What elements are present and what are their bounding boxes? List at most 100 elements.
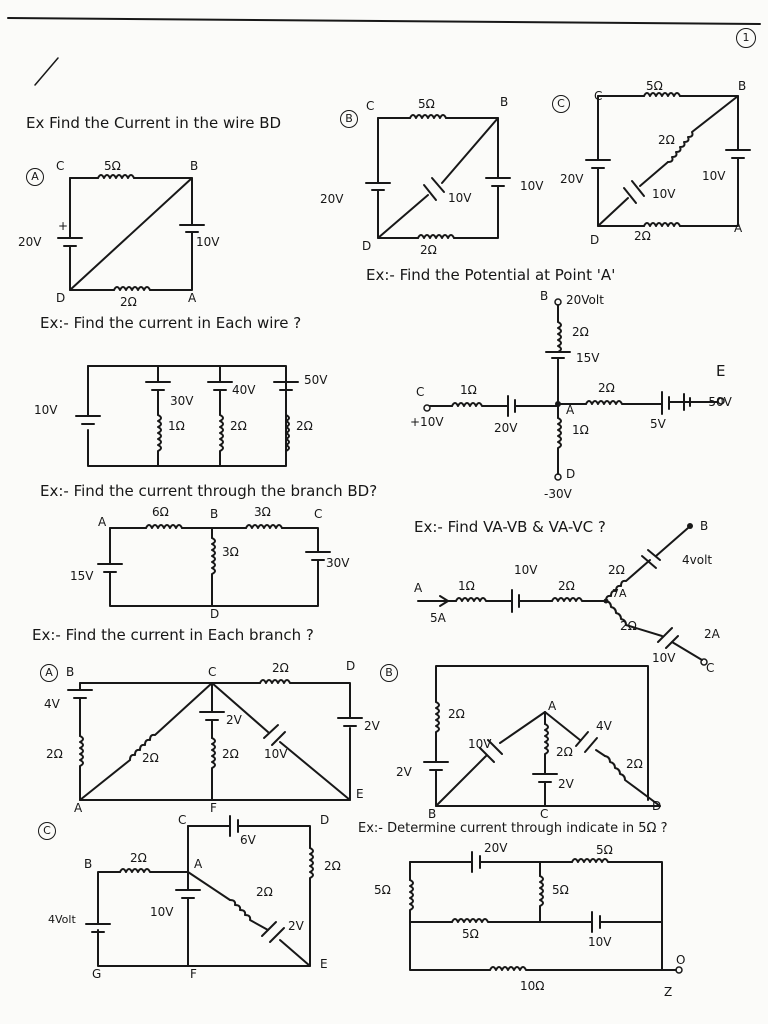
node-label: D xyxy=(56,291,66,305)
resistor-label: 2Ω xyxy=(572,325,589,339)
node-label: C xyxy=(208,665,217,679)
resistor-label: 10Ω xyxy=(520,979,545,993)
voltage-label: 10V xyxy=(702,169,726,183)
node-label: O xyxy=(676,953,686,967)
node-label: D xyxy=(652,799,662,813)
voltage-label: 2V xyxy=(396,765,412,779)
voltage-label: 20V xyxy=(560,172,584,186)
voltage-label: 4volt xyxy=(682,553,713,567)
node-label: E xyxy=(356,787,364,801)
resistor-label: 2Ω xyxy=(46,747,63,761)
resistor-label: 2Ω xyxy=(230,419,247,433)
potential-label: 20Volt xyxy=(566,293,604,307)
node-label: B xyxy=(84,857,93,871)
node-label: B xyxy=(700,519,709,533)
node-label: A xyxy=(566,403,575,417)
ex2-title: Ex:- Find the current in Each wire ? xyxy=(40,314,302,332)
voltage-label: 10V xyxy=(448,191,472,205)
node-label: A xyxy=(414,581,423,595)
potential-label: -50V xyxy=(704,395,732,409)
circuit-1c xyxy=(585,92,751,227)
node-label: C xyxy=(416,385,425,399)
voltage-label: 10V xyxy=(34,403,58,417)
ex6-title: Ex:- Find the current in Each branch ? xyxy=(32,626,314,644)
resistor-label: 5Ω xyxy=(418,97,435,111)
circuit-1b xyxy=(365,114,511,239)
ex3-title: Ex:- Find the Potential at Point 'A' xyxy=(366,266,616,284)
circuit-6b xyxy=(423,665,661,807)
resistor-label: 2Ω xyxy=(272,661,289,675)
ex1-part-b: B xyxy=(340,110,358,128)
ex5-title: Ex:- Find VA-VB & VA-VC ? xyxy=(414,518,606,536)
circuit-5 xyxy=(417,523,708,666)
voltage-label: 30V xyxy=(170,394,194,408)
node-label: B xyxy=(210,507,219,521)
top-border xyxy=(7,17,761,25)
resistor-label: 5Ω xyxy=(596,843,613,857)
resistor-label: 1Ω xyxy=(460,383,477,397)
node-label: C xyxy=(56,159,65,173)
node-label: Z xyxy=(664,985,673,999)
resistor-label: 5Ω xyxy=(104,159,121,173)
node-label: A xyxy=(194,857,203,871)
resistor-label: 2Ω xyxy=(420,243,437,257)
circuit-1a xyxy=(57,174,205,291)
potential-label: +10V xyxy=(410,415,444,429)
node-label: D xyxy=(346,659,356,673)
node-label: B xyxy=(500,95,509,109)
voltage-label: 4V xyxy=(44,697,60,711)
node-label: F xyxy=(210,801,217,815)
voltage-label: 10V xyxy=(514,563,538,577)
voltage-label: 20V xyxy=(494,421,518,435)
node-label: E xyxy=(716,362,726,380)
current-label: 2A xyxy=(704,627,720,641)
page-number: 1 xyxy=(736,28,756,48)
node-label: D xyxy=(362,239,372,253)
node-label: C xyxy=(178,813,187,827)
resistor-label: 1Ω xyxy=(572,423,589,437)
node-label: C xyxy=(540,807,549,821)
resistor-label: 2Ω xyxy=(448,707,465,721)
resistor-label: 5Ω xyxy=(552,883,569,897)
voltage-label: 10V xyxy=(588,935,612,949)
voltage-label: 2V xyxy=(558,777,574,791)
node-label: E xyxy=(320,957,328,971)
node-label: C xyxy=(314,507,323,521)
circuit-4 xyxy=(97,524,331,607)
node-label: A xyxy=(98,515,107,529)
voltage-label: 15V xyxy=(576,351,600,365)
node-label: G xyxy=(92,967,102,981)
voltage-label: 10V xyxy=(652,651,676,665)
voltage-label: 10V xyxy=(520,179,544,193)
voltage-label: 10V xyxy=(652,187,676,201)
voltage-label: 50V xyxy=(304,373,328,387)
voltage-label: 4Volt xyxy=(48,913,76,926)
node-label: D xyxy=(590,233,600,247)
voltage-label: 2V xyxy=(364,719,380,733)
resistor-label: 2Ω xyxy=(296,419,313,433)
voltage-label: 15V xyxy=(70,569,94,583)
resistor-label: 2Ω xyxy=(626,757,643,771)
voltage-label: 10V xyxy=(150,905,174,919)
voltage-label: 20V xyxy=(18,235,42,249)
ex6-part-a: A xyxy=(40,664,58,682)
node-label: C xyxy=(366,99,375,113)
resistor-label: 2Ω xyxy=(634,229,651,243)
voltage-label: 30V xyxy=(326,556,350,570)
node-label: F xyxy=(190,967,197,981)
voltage-label: 6V xyxy=(240,833,256,847)
ex6-part-c: C xyxy=(38,822,56,840)
node-label: B xyxy=(66,665,75,679)
node-label: A xyxy=(188,291,197,305)
node-label: D xyxy=(210,607,220,621)
resistor-label: 5Ω xyxy=(646,79,663,93)
node-label: B xyxy=(738,79,747,93)
current-label: 5A xyxy=(430,611,446,625)
ex6-part-b: B xyxy=(380,664,398,682)
circuit-7 xyxy=(409,851,683,974)
resistor-label: 2Ω xyxy=(130,851,147,865)
voltage-label: 2V xyxy=(226,713,242,727)
node-label: B xyxy=(190,159,199,173)
voltage-label: 20V xyxy=(484,841,508,855)
